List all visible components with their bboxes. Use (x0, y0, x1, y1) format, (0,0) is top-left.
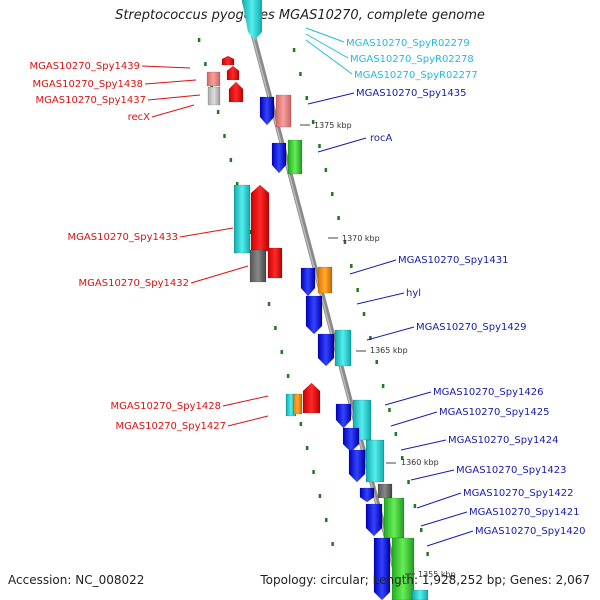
gene-arrow (267, 247, 283, 279)
gene-arrow (335, 403, 352, 429)
accession-text: Accession: NC_008022 (8, 573, 145, 587)
rna-label[interactable]: MGAS10270_SpyR02277 (354, 70, 478, 81)
gene-label[interactable]: hyl (406, 288, 421, 299)
leader-line (390, 411, 438, 427)
leader-line (416, 492, 462, 509)
gene-label[interactable]: MGAS10270_Spy1424 (448, 435, 558, 446)
leader-line (384, 391, 432, 406)
gene-arrow (373, 537, 391, 600)
scale-label-1360: 1360 kbp (401, 458, 439, 467)
gene-arrow (411, 589, 429, 600)
gene-label[interactable]: MGAS10270_Spy1423 (456, 465, 566, 476)
gene-arrow (365, 503, 383, 537)
leader-line (426, 530, 474, 547)
leader-line (307, 92, 355, 105)
leader-line (147, 94, 201, 101)
gene-features (206, 55, 429, 600)
leader-line (144, 79, 197, 85)
gene-label[interactable]: MGAS10270_Spy1437 (36, 95, 146, 106)
leader-line (349, 259, 397, 275)
scale-label-1375: 1375 kbp (314, 121, 352, 130)
leader-line (222, 395, 269, 407)
genome-title: Streptococcus pyogenes MGAS10270, comple… (115, 8, 485, 23)
leader-line (305, 33, 349, 59)
gene-label[interactable]: MGAS10270_Spy1420 (475, 526, 585, 537)
gene-arrow (206, 71, 221, 87)
genome-summary-text: Topology: circular; Length: 1,928,252 bp… (260, 573, 590, 587)
gene-arrow (287, 139, 303, 175)
gene-arrow (226, 65, 240, 81)
gene-label[interactable]: MGAS10270_Spy1422 (463, 488, 573, 499)
gene-label[interactable]: MGAS10270_Spy1426 (433, 387, 543, 398)
gene-label[interactable]: recX (128, 112, 151, 123)
gene-arrow (317, 266, 333, 294)
gene-arrow (250, 184, 270, 252)
gene-label[interactable]: MGAS10270_Spy1427 (116, 421, 226, 432)
gene-label[interactable]: MGAS10270_Spy1421 (469, 507, 579, 518)
gene-label[interactable]: MGAS10270_Spy1438 (33, 79, 143, 90)
gene-arrow (221, 55, 235, 66)
right-strand-labels: MGAS10270_Spy1435 rocA MGAS10270_Spy1431… (356, 88, 585, 537)
gene-label[interactable]: MGAS10270_Spy1435 (356, 88, 466, 99)
rna-gene-arrow (242, 0, 262, 40)
scale-marks: 1375 kbp 1370 kbp 1365 kbp 1360 kbp 1355… (300, 121, 456, 579)
gene-arrow (271, 142, 287, 174)
leader-line (305, 27, 345, 43)
leader-line (141, 65, 191, 69)
gene-label[interactable]: MGAS10270_Spy1432 (79, 278, 189, 289)
rna-label[interactable]: MGAS10270_SpyR02278 (350, 54, 474, 65)
gene-arrow (377, 483, 393, 499)
gene-arrow (259, 96, 275, 126)
leader-line (151, 104, 195, 118)
scale-label-1370: 1370 kbp (342, 234, 380, 243)
leader-line (420, 511, 468, 527)
gene-arrow (249, 249, 267, 283)
left-strand-labels: MGAS10270_Spy1439 MGAS10270_Spy1438 MGAS… (30, 61, 226, 432)
gene-arrow (233, 184, 251, 254)
leader-line (190, 265, 249, 284)
scale-label-1365: 1365 kbp (370, 346, 408, 355)
gene-arrow (342, 427, 360, 453)
gene-label[interactable]: MGAS10270_Spy1428 (111, 401, 221, 412)
gene-arrow (302, 382, 321, 414)
gene-label[interactable]: MGAS10270_Spy1431 (398, 255, 508, 266)
leader-line (400, 439, 447, 451)
gene-arrow (207, 86, 221, 106)
rna-labels: MGAS10270_SpyR02279 MGAS10270_SpyR02278 … (346, 38, 478, 81)
gene-arrow (391, 537, 415, 600)
gene-arrow (383, 497, 405, 539)
gene-label[interactable]: rocA (370, 133, 393, 144)
leader-line (179, 227, 234, 238)
label-leader-lines (141, 27, 474, 547)
gene-arrow (365, 439, 385, 483)
leader-line (356, 292, 405, 305)
leader-line (305, 39, 353, 75)
gene-arrow (275, 94, 292, 128)
gene-arrow (292, 393, 303, 415)
gene-arrow (317, 333, 335, 367)
rna-label[interactable]: MGAS10270_SpyR02279 (346, 38, 470, 49)
leader-line (317, 137, 367, 153)
gene-arrow (300, 267, 316, 297)
gene-arrow (359, 487, 375, 503)
gene-label[interactable]: MGAS10270_Spy1425 (439, 407, 549, 418)
gene-label[interactable]: MGAS10270_Spy1433 (68, 232, 178, 243)
gene-arrow (305, 295, 323, 335)
leader-line (410, 469, 455, 481)
gene-arrow (348, 449, 366, 483)
gene-label[interactable]: MGAS10270_Spy1439 (30, 61, 140, 72)
scale-label-1355: 1355 kbp (418, 570, 456, 579)
leader-line (366, 326, 415, 341)
leader-line (227, 415, 269, 427)
gene-arrow (334, 329, 352, 367)
gene-arrow (228, 81, 244, 103)
gene-label[interactable]: MGAS10270_Spy1429 (416, 322, 526, 333)
